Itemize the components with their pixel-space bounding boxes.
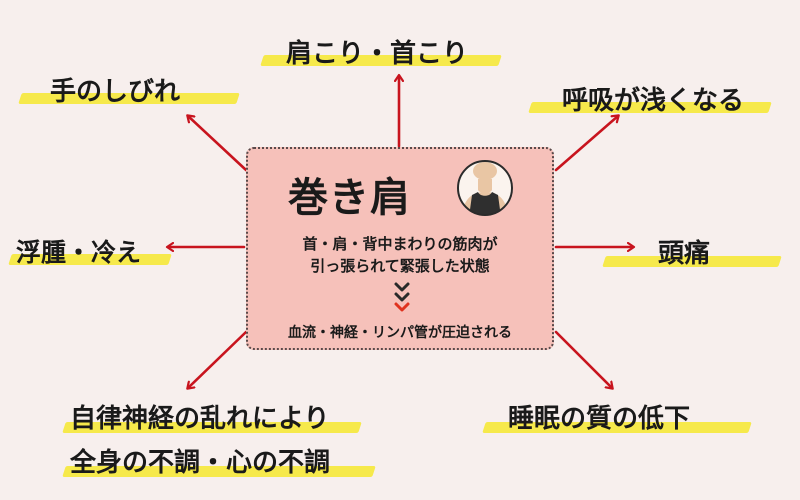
arrow-to-sleep-quality: [554, 330, 612, 388]
arrow-to-shallow-breathing: [554, 116, 618, 172]
main-title: 巻き肩: [288, 175, 411, 221]
symptom-sleep-quality: 睡眠の質の低下: [508, 404, 691, 434]
symptom-shallow-breathing: 呼吸が浅くなる: [562, 86, 745, 116]
symptom-headache: 頭痛: [658, 239, 711, 269]
center-result: 血流・神経・リンパ管が圧迫される: [288, 325, 512, 341]
symptom-shoulder-neck: 肩こり・首こり: [286, 39, 469, 69]
center-description-line2: 引っ張られて緊張した状態: [310, 257, 490, 275]
symptom-swelling-cold: 浮腫・冷え: [16, 238, 142, 267]
center-description-line1: 首・肩・背中まわりの筋肉が: [302, 235, 498, 253]
symptom-autonomic-line1: 自律神経の乱れにより: [70, 404, 330, 434]
center-description: 首・肩・背中まわりの筋肉が 引っ張られて緊張した状態: [248, 233, 552, 277]
arrow-to-autonomic: [188, 330, 248, 388]
arrow-to-hand-numbness: [188, 116, 248, 172]
triple-chevron-down-icon: [394, 282, 410, 312]
center-box: 巻き肩 首・肩・背中まわりの筋肉が 引っ張られて緊張した状態 血流・神経・リンパ…: [246, 147, 554, 350]
symptom-autonomic-line2: 全身の不調・心の不調: [70, 448, 331, 478]
symptom-hand-numbness: 手のしびれ: [50, 77, 181, 107]
person-avatar-icon: [457, 160, 513, 216]
